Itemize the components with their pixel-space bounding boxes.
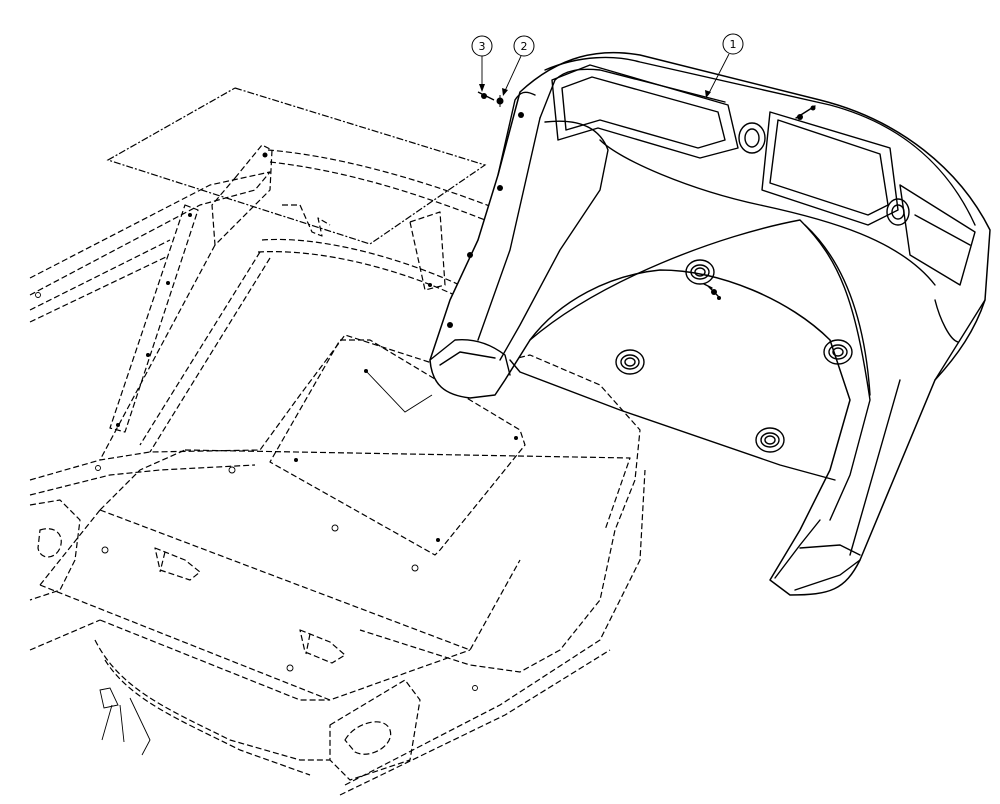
callout-3: 3 bbox=[471, 35, 493, 92]
grommet bbox=[615, 349, 645, 375]
fender-shroud-part-1 bbox=[429, 51, 991, 596]
washer-part-2 bbox=[496, 95, 504, 107]
callout-3-label: 3 bbox=[479, 40, 486, 53]
callout-1: 1 bbox=[705, 33, 744, 98]
grommet bbox=[685, 259, 715, 285]
frame-assembly bbox=[29, 87, 646, 796]
callout-1-label: 1 bbox=[730, 38, 737, 51]
grommet bbox=[823, 339, 853, 365]
callout-2: 2 bbox=[502, 35, 535, 96]
callout-2-label: 2 bbox=[521, 40, 528, 53]
grommet bbox=[755, 427, 785, 453]
screw-part-3 bbox=[477, 91, 495, 101]
